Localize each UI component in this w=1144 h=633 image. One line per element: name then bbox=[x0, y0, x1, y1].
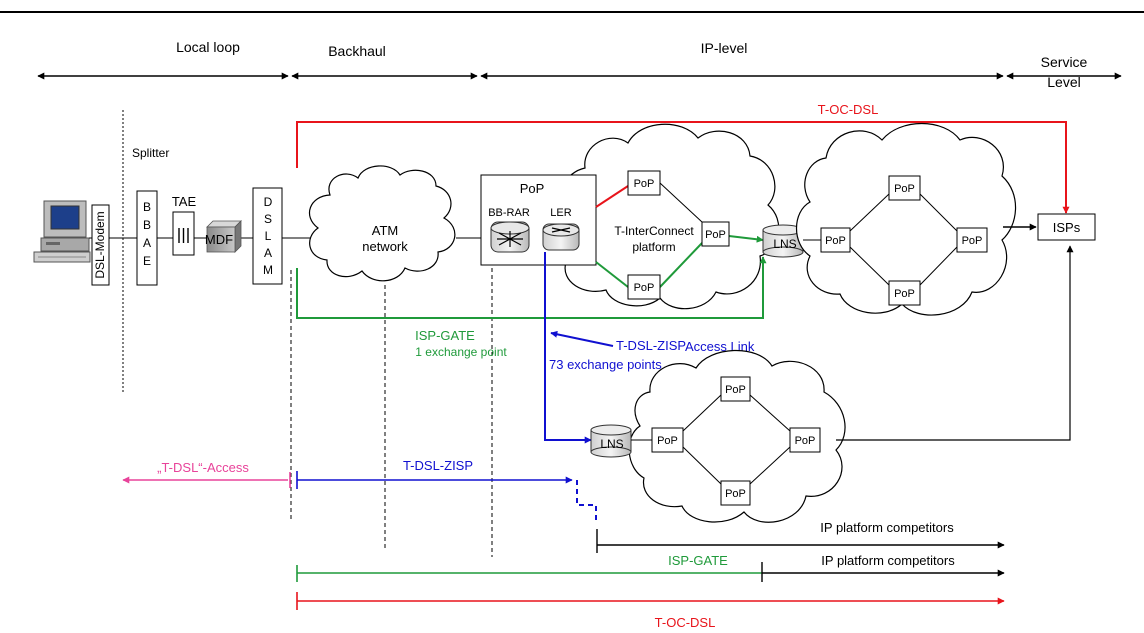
zone-local-loop: Local loop bbox=[176, 39, 240, 55]
pop-node-upper-right bbox=[956, 227, 988, 253]
interconnect-label-line1: T-InterConnect bbox=[614, 224, 694, 238]
ler-router-icon bbox=[542, 223, 580, 251]
lower-ring-links bbox=[682, 394, 791, 485]
pop-box-title: PoP bbox=[520, 181, 545, 196]
splitter-label: Splitter bbox=[132, 146, 169, 160]
zisp-access-label-line1: T-DSL-ZISP bbox=[616, 338, 686, 353]
lower-cloud-to-isps-route bbox=[836, 245, 1074, 441]
interconnect-to-lns-link bbox=[728, 235, 764, 243]
ler-label: LER bbox=[550, 207, 571, 219]
pop-node-upper-bottom bbox=[888, 280, 921, 306]
pop-node-label: PoP bbox=[634, 282, 655, 294]
lns-upper-label: LNS bbox=[773, 237, 796, 251]
lns-upper-icon bbox=[762, 224, 804, 258]
zone-service-level-line1: Service bbox=[1041, 54, 1088, 70]
pop-node-ic-bottom bbox=[627, 274, 661, 300]
pop-node-upper-top bbox=[888, 175, 921, 201]
pop-node-label: PoP bbox=[725, 384, 746, 396]
isp-gate-label: ISP-GATE bbox=[415, 328, 475, 343]
atm-label-line2: network bbox=[362, 239, 408, 254]
isps-box bbox=[1037, 213, 1096, 241]
pop-node-label: PoP bbox=[705, 229, 726, 241]
upper-ring-links bbox=[849, 193, 958, 286]
lns-lower-icon bbox=[590, 424, 632, 458]
tae-socket-icon bbox=[178, 228, 189, 243]
pop-node-label: PoP bbox=[725, 488, 746, 500]
pop-node-lower-top bbox=[720, 376, 751, 402]
isps-label: ISPs bbox=[1053, 220, 1081, 235]
pop-node-upper-left bbox=[820, 227, 851, 253]
t-oc-dsl-top-route bbox=[296, 121, 1070, 214]
lns-lower-label: LNS bbox=[600, 437, 623, 451]
atm-label-line1: ATM bbox=[372, 223, 398, 238]
bbae-box bbox=[136, 190, 158, 286]
t-dsl-zisp-label: T-DSL-ZISP bbox=[403, 458, 473, 473]
tae-label: TAE bbox=[172, 194, 197, 209]
isp-gate-bottom-label: ISP-GATE bbox=[668, 553, 728, 568]
pop-node-label: PoP bbox=[894, 183, 915, 195]
pop-node-label: PoP bbox=[657, 435, 678, 447]
pop-node-lower-right bbox=[789, 427, 821, 453]
pop-node-ic-top bbox=[627, 170, 661, 196]
pc-icon bbox=[33, 200, 91, 263]
zone-ip-level: IP-level bbox=[701, 40, 748, 56]
t-dsl-zisp-handover-dashed bbox=[576, 480, 597, 522]
pop-node-label: PoP bbox=[825, 235, 846, 247]
zisp-access-label-line3: 73 exchange points bbox=[549, 357, 662, 372]
atm-network-cloud bbox=[308, 165, 456, 282]
zisp-access-route bbox=[544, 252, 592, 444]
red-link-pop-to-interconnect bbox=[595, 185, 629, 208]
pop-node-label: PoP bbox=[894, 288, 915, 300]
isp-gate-exchange-label: 1 exchange point bbox=[415, 345, 507, 359]
mdf-block bbox=[206, 220, 242, 253]
interconnect-link-top bbox=[659, 182, 703, 223]
isp-cloud-upper bbox=[796, 122, 1017, 316]
bb-rar-label: BB-RAR bbox=[488, 207, 530, 219]
pop-node-ic-right bbox=[701, 221, 730, 247]
boundary-lines bbox=[290, 268, 493, 557]
interconnect-link-bottom bbox=[659, 242, 703, 288]
green-link-pop-to-interconnect bbox=[595, 261, 629, 288]
interconnect-label-line2: platform bbox=[632, 240, 675, 254]
t-oc-dsl-top-label: T-OC-DSL bbox=[818, 102, 879, 117]
zisp-access-pointer bbox=[550, 330, 614, 347]
pop-node-label: PoP bbox=[962, 235, 983, 247]
isp-cloud-lower bbox=[628, 349, 846, 523]
t-oc-dsl-bottom-label: T-OC-DSL bbox=[655, 615, 716, 630]
pop-node-lower-bottom bbox=[720, 480, 751, 506]
isp-gate-route bbox=[296, 256, 767, 319]
t-dsl-access-label: „T-DSL“-Access bbox=[157, 460, 249, 475]
dslam-box bbox=[252, 187, 283, 285]
ip-competitors-label-upper: IP platform competitors bbox=[820, 520, 954, 535]
bb-rar-switch-icon bbox=[490, 221, 530, 253]
zone-backhaul: Backhaul bbox=[328, 43, 386, 59]
dsl-modem-box bbox=[91, 204, 110, 286]
pop-node-label: PoP bbox=[795, 435, 816, 447]
mdf-label: MDF bbox=[205, 232, 233, 247]
pop-node-lower-left bbox=[651, 427, 684, 453]
pop-node-label: PoP bbox=[634, 178, 655, 190]
dsl-modem-label: DSL-Modem bbox=[93, 211, 107, 278]
ip-competitors-label-lower: IP platform competitors bbox=[821, 553, 955, 568]
